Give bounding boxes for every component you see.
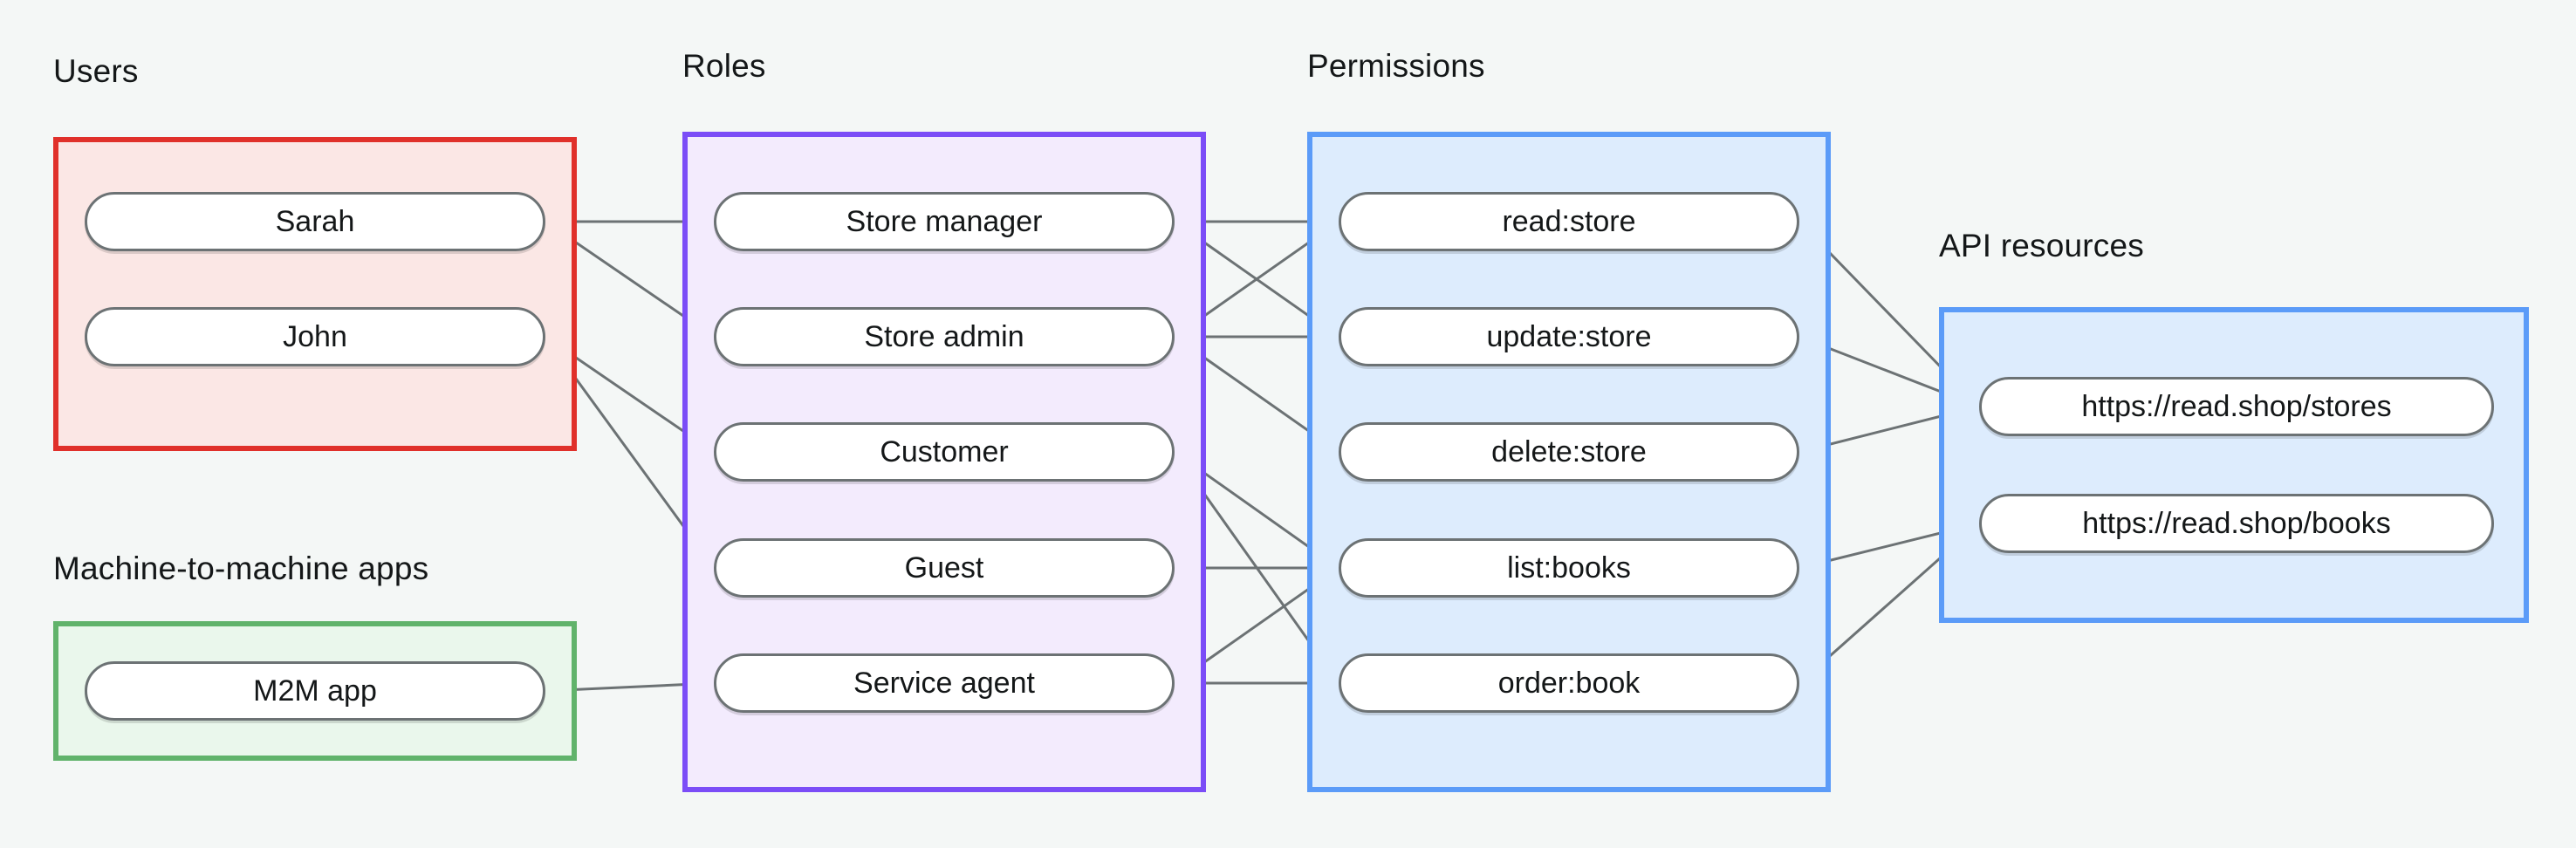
node-sarah[interactable]: Sarah xyxy=(85,192,545,251)
node-customer[interactable]: Customer xyxy=(714,422,1175,482)
node-delete-store[interactable]: delete:store xyxy=(1339,422,1799,482)
node-label: delete:store xyxy=(1491,434,1647,468)
node-label: Service agent xyxy=(853,666,1035,700)
node-store-admin[interactable]: Store admin xyxy=(714,307,1175,366)
node-label: https://read.shop/books xyxy=(2082,506,2391,540)
node-guest[interactable]: Guest xyxy=(714,538,1175,598)
node-label: John xyxy=(283,319,347,353)
group-box-api-resources xyxy=(1939,307,2529,623)
node-label: Store admin xyxy=(864,319,1024,353)
node-label: Customer xyxy=(880,434,1009,468)
node-label: Guest xyxy=(904,551,984,585)
group-label-users: Users xyxy=(53,53,139,89)
node-label: https://read.shop/stores xyxy=(2081,389,2392,423)
node-read-store[interactable]: read:store xyxy=(1339,192,1799,251)
node-label: Store manager xyxy=(846,204,1043,238)
group-label-m2m: Machine-to-machine apps xyxy=(53,551,429,586)
group-label-api-resources: API resources xyxy=(1939,228,2144,263)
node-res-books[interactable]: https://read.shop/books xyxy=(1979,494,2494,553)
group-label-permissions: Permissions xyxy=(1307,48,1485,84)
group-box-users xyxy=(53,137,577,451)
node-label: order:book xyxy=(1497,666,1641,700)
node-m2mapp[interactable]: M2M app xyxy=(85,661,545,721)
node-update-store[interactable]: update:store xyxy=(1339,307,1799,366)
node-label: list:books xyxy=(1507,551,1631,585)
group-label-roles: Roles xyxy=(682,48,766,84)
node-label: update:store xyxy=(1486,319,1652,353)
node-label: Sarah xyxy=(275,204,355,238)
node-order-book[interactable]: order:book xyxy=(1339,653,1799,713)
node-store-manager[interactable]: Store manager xyxy=(714,192,1175,251)
node-list-books[interactable]: list:books xyxy=(1339,538,1799,598)
node-res-stores[interactable]: https://read.shop/stores xyxy=(1979,377,2494,436)
node-label: M2M app xyxy=(253,674,377,708)
node-label: read:store xyxy=(1502,204,1636,238)
node-john[interactable]: John xyxy=(85,307,545,366)
node-service-agent[interactable]: Service agent xyxy=(714,653,1175,713)
